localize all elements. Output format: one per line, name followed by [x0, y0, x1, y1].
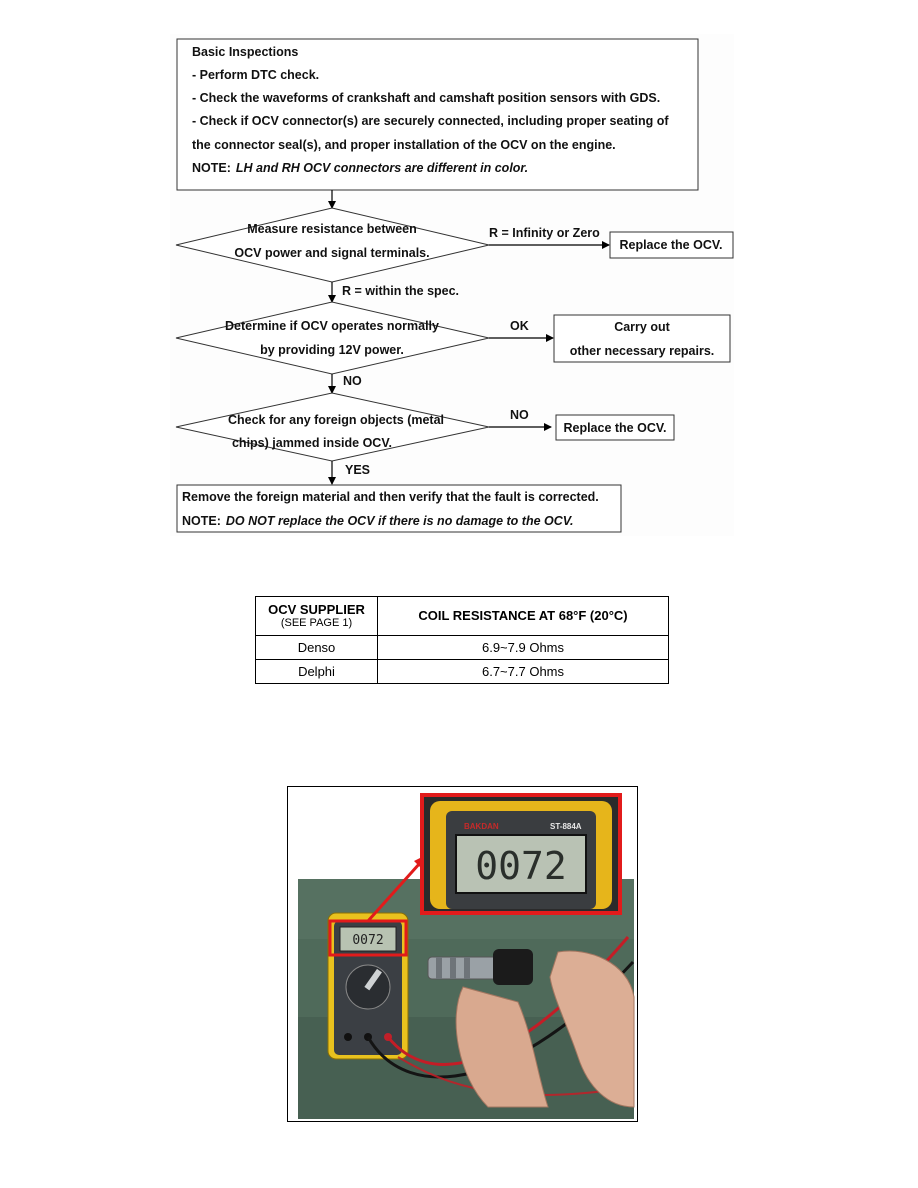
replace-ocv-box-2: Replace the OCV.: [555, 414, 675, 441]
note-text: LH and RH OCV connectors are different i…: [236, 161, 528, 175]
header-resistance-label: COIL RESISTANCE AT 68°F (20°C): [418, 608, 628, 623]
decision-2-branch-label: OK: [510, 319, 529, 333]
resistance-cell: 6.9~7.9 Ohms: [377, 635, 669, 660]
inspection-step-2: - Check the waveforms of crankshaft and …: [192, 91, 660, 105]
inspection-step-3-cont: the connector seal(s), and proper instal…: [192, 138, 616, 152]
replace-ocv-text-1: Replace the OCV.: [619, 238, 722, 252]
decision-1-line-1: Measure resistance between: [247, 222, 417, 236]
decision-3-branch-label: NO: [510, 408, 529, 422]
basic-inspections-box: Basic Inspections - Perform DTC check. -…: [176, 38, 699, 191]
left-hand: [455, 986, 549, 1108]
replace-ocv-box-1: Replace the OCV.: [609, 231, 734, 259]
table-row: Delphi 6.7~7.7 Ohms: [255, 659, 669, 684]
header-supplier-sub: (SEE PAGE 1): [280, 616, 353, 629]
table-header-row: OCV SUPPLIER (SEE PAGE 1) COIL RESISTANC…: [255, 596, 669, 636]
decision-3-down-label: YES: [345, 463, 370, 477]
multimeter-small-reading: 0072: [352, 933, 383, 948]
decision-2-line-1: Determine if OCV operates normally: [225, 319, 439, 333]
resistance-cell: 6.7~7.7 Ohms: [377, 659, 669, 684]
meter-reading: 0072: [475, 844, 567, 888]
other-repairs-line-2: other necessary repairs.: [570, 344, 715, 358]
final-note: NOTE: DO NOT replace the OCV if there is …: [182, 514, 573, 528]
header-supplier-label: OCV SUPPLIER: [268, 601, 365, 617]
supplier-cell: Delphi: [255, 659, 378, 684]
decision-1-branch-label: R = Infinity or Zero: [489, 226, 600, 240]
right-hand: [549, 950, 635, 1108]
multimeter-photo-frame: 0072 BAK: [287, 786, 638, 1122]
decision-12v-power: Determine if OCV operates normally by pr…: [175, 301, 490, 375]
decision-1-down-label: R = within the spec.: [342, 284, 459, 298]
table-row: Denso 6.9~7.9 Ohms: [255, 635, 669, 660]
basic-inspections-title: Basic Inspections: [192, 45, 298, 59]
other-repairs-box: Carry out other necessary repairs.: [553, 314, 731, 363]
meter-model-label: ST-884A: [550, 822, 582, 831]
final-action-line: Remove the foreign material and then ver…: [182, 490, 599, 504]
final-action-box: Remove the foreign material and then ver…: [176, 484, 622, 533]
final-note-text: DO NOT replace the OCV if there is no da…: [226, 514, 574, 528]
multimeter-photo: 0072 BAK: [298, 793, 635, 1119]
other-repairs-line-1: Carry out: [614, 320, 670, 334]
zoom-pointer-arrow: [366, 861, 422, 923]
note-label: NOTE:: [192, 161, 231, 175]
header-resistance: COIL RESISTANCE AT 68°F (20°C): [377, 596, 669, 636]
diagnostic-flowchart: Basic Inspections - Perform DTC check. -…: [170, 34, 734, 536]
final-note-label: NOTE:: [182, 514, 221, 528]
zoomed-display-inset: BAKDAN ST-884A 0072: [420, 793, 622, 915]
oil-control-valve: [427, 949, 533, 985]
inspection-step-1: - Perform DTC check.: [192, 68, 319, 82]
replace-ocv-text-2: Replace the OCV.: [563, 421, 666, 435]
inspection-note: NOTE: LH and RH OCV connectors are differ…: [192, 161, 528, 175]
inspection-step-3: - Check if OCV connector(s) are securely…: [192, 114, 669, 128]
coil-resistance-table: OCV SUPPLIER (SEE PAGE 1) COIL RESISTANC…: [255, 596, 669, 684]
header-supplier: OCV SUPPLIER (SEE PAGE 1): [255, 596, 378, 636]
decision-3-line-1: Check for any foreign objects (metal: [228, 413, 444, 427]
decision-3-line-2: chips) jammed inside OCV.: [232, 436, 392, 450]
decision-2-down-label: NO: [343, 374, 362, 388]
decision-foreign-objects: Check for any foreign objects (metal chi…: [175, 392, 490, 462]
decision-resistance: Measure resistance between OCV power and…: [175, 207, 490, 283]
decision-2-line-2: by providing 12V power.: [260, 343, 404, 357]
supplier-cell: Denso: [255, 635, 378, 660]
decision-1-line-2: OCV power and signal terminals.: [234, 246, 429, 260]
meter-lcd: [455, 834, 587, 894]
meter-brand-label: BAKDAN: [464, 822, 499, 831]
